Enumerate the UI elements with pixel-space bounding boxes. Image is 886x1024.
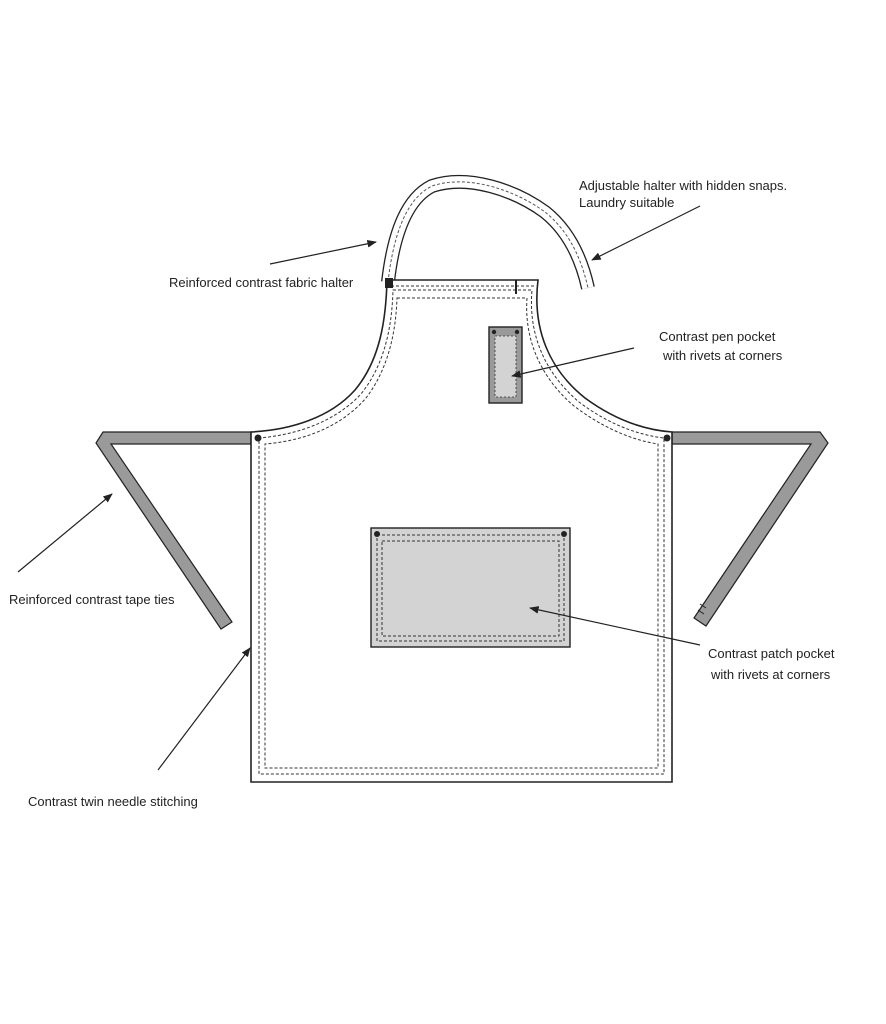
callout-arrows bbox=[17, 205, 701, 771]
left-tape-tie bbox=[95, 431, 252, 630]
arrow-patch-pocket bbox=[529, 606, 701, 646]
arrow-adjustable-halter bbox=[591, 205, 701, 261]
label-tape-ties: Reinforced contrast tape ties bbox=[9, 592, 175, 607]
pen-pocket bbox=[488, 326, 523, 404]
arrow-tape-ties bbox=[17, 493, 113, 573]
arrow-reinforced-halter bbox=[269, 239, 377, 265]
label-adjustable-halter-line1: Adjustable halter with hidden snaps. bbox=[579, 178, 787, 193]
label-adjustable-halter-line2: Laundry suitable bbox=[579, 195, 674, 210]
label-reinforced-halter: Reinforced contrast fabric halter bbox=[169, 275, 354, 290]
label-pen-pocket-line1: Contrast pen pocket bbox=[659, 329, 776, 344]
patch-pocket bbox=[370, 527, 571, 648]
arrow-twin-needle bbox=[157, 647, 251, 771]
neck-halter bbox=[381, 174, 595, 290]
label-pen-pocket-line2: with rivets at corners bbox=[662, 348, 783, 363]
right-tape-tie bbox=[671, 431, 829, 627]
arrow-pen-pocket bbox=[511, 347, 635, 378]
label-twin-needle: Contrast twin needle stitching bbox=[28, 794, 198, 809]
label-patch-pocket-line1: Contrast patch pocket bbox=[708, 646, 835, 661]
label-patch-pocket-line2: with rivets at corners bbox=[710, 667, 831, 682]
